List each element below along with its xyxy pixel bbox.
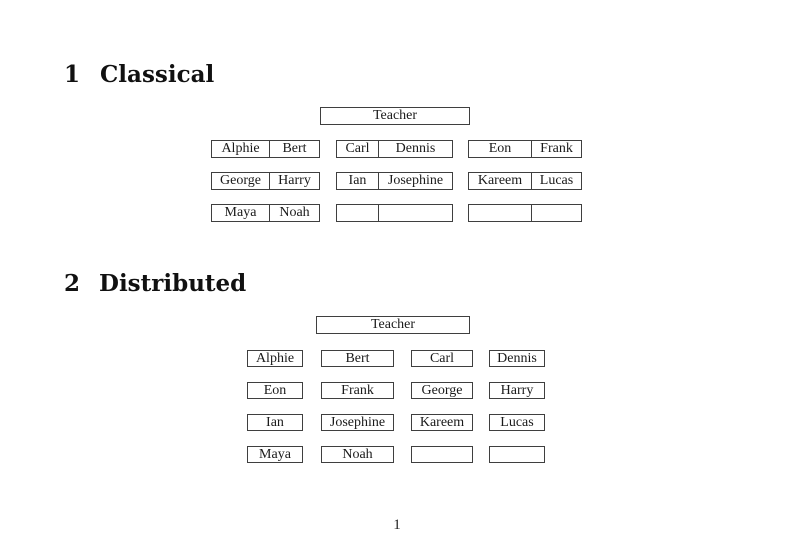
desk-seat-right: Noah xyxy=(279,205,310,220)
desk-seat-left: Maya xyxy=(212,205,270,221)
seat-box xyxy=(411,446,473,463)
desk-seat-left xyxy=(469,205,532,221)
desk xyxy=(468,204,582,222)
seat-box: Lucas xyxy=(489,414,545,431)
seat-box xyxy=(489,446,545,463)
section-title-classical: Classical xyxy=(100,61,215,88)
seat-box: Eon xyxy=(247,382,303,399)
desk: George Harry xyxy=(211,172,320,190)
teacher-box-distributed: Teacher xyxy=(316,316,470,334)
seat-box: Josephine xyxy=(321,414,394,431)
desk-seat-right xyxy=(532,205,581,221)
seat-box: Dennis xyxy=(489,350,545,367)
seat-box: Ian xyxy=(247,414,303,431)
desk-seat-right: Josephine xyxy=(387,173,444,188)
seat-box: George xyxy=(411,382,473,399)
desk: Kareem Lucas xyxy=(468,172,582,190)
desk: Carl Dennis xyxy=(336,140,453,158)
desk xyxy=(336,204,453,222)
desk-seat-left: Ian xyxy=(337,173,379,189)
desk: Alphie Bert xyxy=(211,140,320,158)
desk-seat-right: Lucas xyxy=(539,173,574,188)
desk-seat-left: Carl xyxy=(337,141,379,157)
seat-box: Noah xyxy=(321,446,394,463)
desk-seat-right: Harry xyxy=(278,173,311,188)
desk-seat-right: Bert xyxy=(282,141,307,156)
section-title-distributed: Distributed xyxy=(99,270,247,297)
seat-box: Bert xyxy=(321,350,394,367)
seat-box: Frank xyxy=(321,382,394,399)
desk-seat-right xyxy=(379,205,452,221)
desk: Ian Josephine xyxy=(336,172,453,190)
desk-seat-right: Dennis xyxy=(395,141,436,156)
desk-seat-right: Frank xyxy=(540,141,573,156)
teacher-box-classical: Teacher xyxy=(320,107,470,125)
section-number-classical: 1 xyxy=(64,61,81,88)
desk-seat-left: Alphie xyxy=(212,141,270,157)
desk: Eon Frank xyxy=(468,140,582,158)
seat-box: Carl xyxy=(411,350,473,367)
page-number: 1 xyxy=(393,517,401,533)
desk-seat-left: Eon xyxy=(469,141,532,157)
seat-box: Kareem xyxy=(411,414,473,431)
section-number-distributed: 2 xyxy=(64,270,81,297)
desk-seat-left xyxy=(337,205,379,221)
seat-box: Harry xyxy=(489,382,545,399)
desk: Maya Noah xyxy=(211,204,320,222)
desk-seat-left: George xyxy=(212,173,270,189)
seat-box: Alphie xyxy=(247,350,303,367)
desk-seat-left: Kareem xyxy=(469,173,532,189)
seat-box: Maya xyxy=(247,446,303,463)
